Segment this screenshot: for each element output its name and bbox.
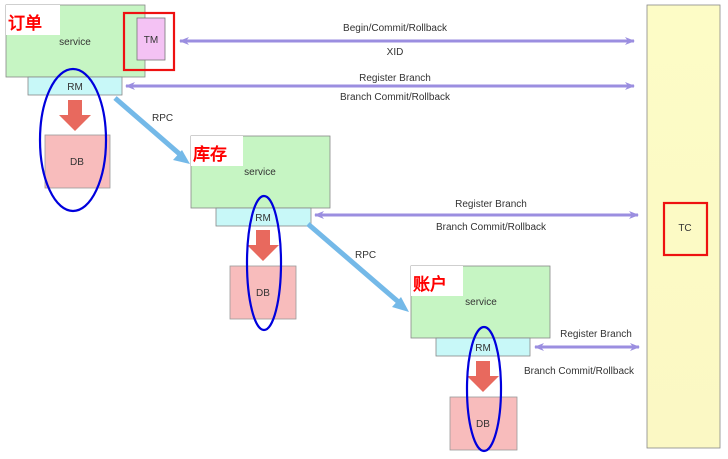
- account-service-name: 账户: [413, 274, 447, 295]
- tm-label: TM: [144, 35, 158, 46]
- stock-rm-db-highlight-ellipse: [245, 194, 283, 332]
- order-db-box: [44, 134, 111, 189]
- rpc-label-2: RPC: [355, 250, 376, 261]
- rm2-bottom-label: Branch Commit/Rollback: [436, 222, 547, 233]
- order-service-label: service: [59, 37, 91, 48]
- rm2-top-label: Register Branch: [455, 199, 527, 210]
- rpc-arrow-2-head: [392, 297, 409, 312]
- rm1-bottom-label: Branch Commit/Rollback: [340, 92, 451, 103]
- stock-rm-to-db-arrow: [247, 230, 279, 261]
- rm1-top-label: Register Branch: [359, 73, 431, 84]
- account-db-label: DB: [476, 419, 490, 430]
- rm3-top-label: Register Branch: [560, 329, 632, 340]
- rpc-arrow-2-shaft: [306, 222, 404, 307]
- tm-tc-link: Begin/Commit/Rollback XID: [179, 23, 635, 58]
- account-service-group: 账户 service RM DB: [410, 265, 551, 453]
- account-db-box: [449, 396, 518, 451]
- account-service-label: service: [465, 297, 497, 308]
- stock-service-name: 库存: [193, 144, 227, 165]
- tm-box: [136, 17, 166, 61]
- tm-tc-bottom-label: XID: [387, 47, 404, 58]
- rpc-arrow-1-head: [173, 150, 190, 164]
- order-db-label: DB: [70, 157, 84, 168]
- account-rm-box: [435, 337, 531, 357]
- rpc-arrow-1-shaft: [113, 96, 185, 159]
- account-name-bg: [411, 266, 463, 296]
- rm3-bottom-label: Branch Commit/Rollback: [524, 366, 635, 377]
- order-rm-label: RM: [67, 82, 83, 93]
- tm-tc-top-label: Begin/Commit/Rollback: [343, 23, 448, 34]
- order-service-name: 订单: [8, 13, 42, 34]
- order-rm-to-db-arrow: [59, 100, 91, 131]
- account-rm-label: RM: [475, 343, 491, 354]
- stock-service-label: service: [244, 167, 276, 178]
- stock-service-group: 库存 service RM DB: [190, 135, 331, 332]
- tc-highlight-box: [662, 201, 709, 257]
- rm3-tc-link: Register Branch Branch Commit/Rollback: [524, 329, 640, 377]
- rm2-tc-link: Register Branch Branch Commit/Rollback: [314, 199, 639, 233]
- account-rm-db-highlight-ellipse: [465, 325, 503, 453]
- stock-db-box: [229, 265, 297, 320]
- tm-highlight-box: [122, 11, 176, 72]
- order-name-bg: [6, 5, 60, 35]
- rpc-label-1: RPC: [152, 113, 173, 124]
- rpc-arrow-1: RPC: [113, 96, 190, 164]
- stock-rm-label: RM: [255, 213, 271, 224]
- order-rm-box: [27, 76, 123, 96]
- rm1-tc-link: Register Branch Branch Commit/Rollback: [125, 73, 635, 103]
- stock-name-bg: [191, 136, 243, 166]
- stock-rm-box: [215, 207, 312, 227]
- account-rm-to-db-arrow: [467, 361, 499, 392]
- stock-db-label: DB: [256, 288, 270, 299]
- order-service-group: 订单 service TM RM DB: [5, 4, 176, 213]
- tc-label: TC: [678, 223, 691, 234]
- rpc-arrow-2: RPC: [306, 222, 409, 312]
- tc-panel: TC: [646, 4, 721, 449]
- order-rm-db-highlight-ellipse: [38, 67, 108, 213]
